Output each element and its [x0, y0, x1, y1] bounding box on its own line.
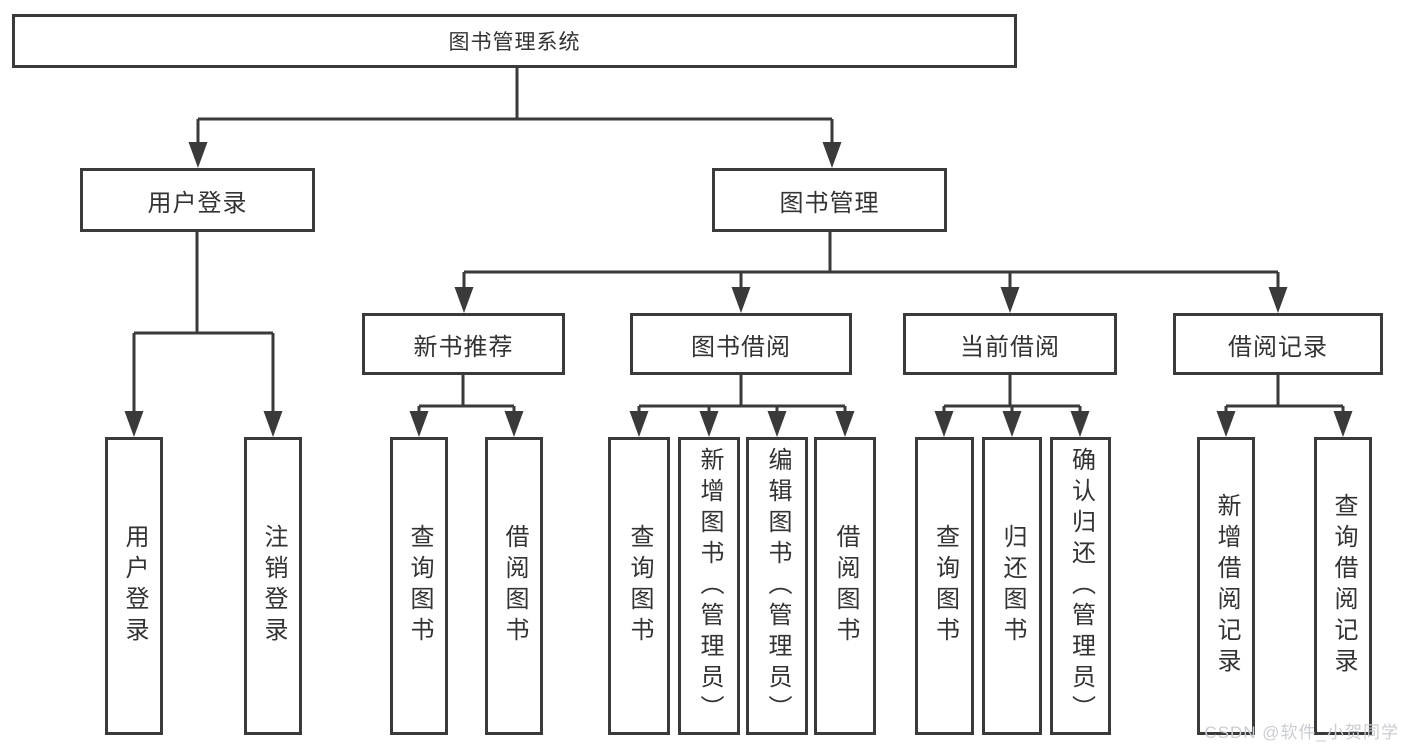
leaf-edit-book-admin: 编辑图书（管理员）: [746, 437, 808, 735]
node-label: 注销登录: [260, 524, 287, 648]
leaf-query-books-borrowing: 查询图书: [608, 437, 670, 735]
leaf-confirm-return-admin: 确认归还（管理员）: [1050, 437, 1111, 735]
watermark-text: CSDN @软件_小贺同学: [1204, 723, 1399, 742]
node-label: 借阅图书: [501, 524, 528, 648]
node-label: 查询借阅记录: [1330, 493, 1357, 679]
node-label: 借阅记录: [1228, 333, 1328, 361]
node-label: 新增图书（管理员）: [696, 446, 723, 726]
node-label: 图书借阅: [691, 333, 791, 361]
node-label: 编辑图书（管理员）: [764, 446, 791, 726]
leaf-query-books-current: 查询图书: [915, 437, 974, 735]
node-label: 查询图书: [931, 524, 959, 648]
node-book-borrowing: 图书借阅: [630, 313, 852, 375]
node-label: 用户登录: [121, 524, 148, 648]
node-book-management: 图书管理: [712, 168, 947, 232]
node-current-borrowing: 当前借阅: [903, 313, 1117, 375]
node-label: 当前借阅: [960, 333, 1060, 361]
node-label: 归还图书: [999, 524, 1026, 648]
node-label: 图书管理系统: [448, 31, 581, 54]
leaf-user-login: 用户登录: [105, 437, 163, 735]
node-new-book-recommendation: 新书推荐: [362, 313, 565, 375]
leaf-return-books: 归还图书: [982, 437, 1042, 735]
leaf-query-books-recommend: 查询图书: [390, 437, 448, 735]
arrowheads: [124, 142, 1353, 437]
leaf-logout: 注销登录: [244, 437, 302, 735]
leaf-add-borrow-record: 新增借阅记录: [1197, 437, 1255, 735]
node-label: 用户登录: [147, 189, 248, 217]
node-user-login: 用户登录: [80, 168, 315, 232]
leaf-borrow-books-recommend: 借阅图书: [485, 437, 543, 735]
node-label: 确认归还（管理员）: [1067, 446, 1095, 726]
node-library-management-system: 图书管理系统: [12, 14, 1017, 68]
leaf-borrow-books-borrowing: 借阅图书: [814, 437, 876, 735]
node-label: 借阅图书: [832, 524, 859, 648]
leaf-add-book-admin: 新增图书（管理员）: [678, 437, 740, 735]
node-borrowing-records: 借阅记录: [1173, 313, 1383, 375]
node-label: 查询图书: [626, 524, 653, 648]
node-label: 查询图书: [406, 524, 433, 648]
leaf-query-borrow-record: 查询借阅记录: [1314, 437, 1372, 735]
node-label: 图书管理: [779, 189, 880, 217]
node-label: 新书推荐: [413, 333, 514, 361]
node-label: 新增借阅记录: [1213, 493, 1240, 679]
